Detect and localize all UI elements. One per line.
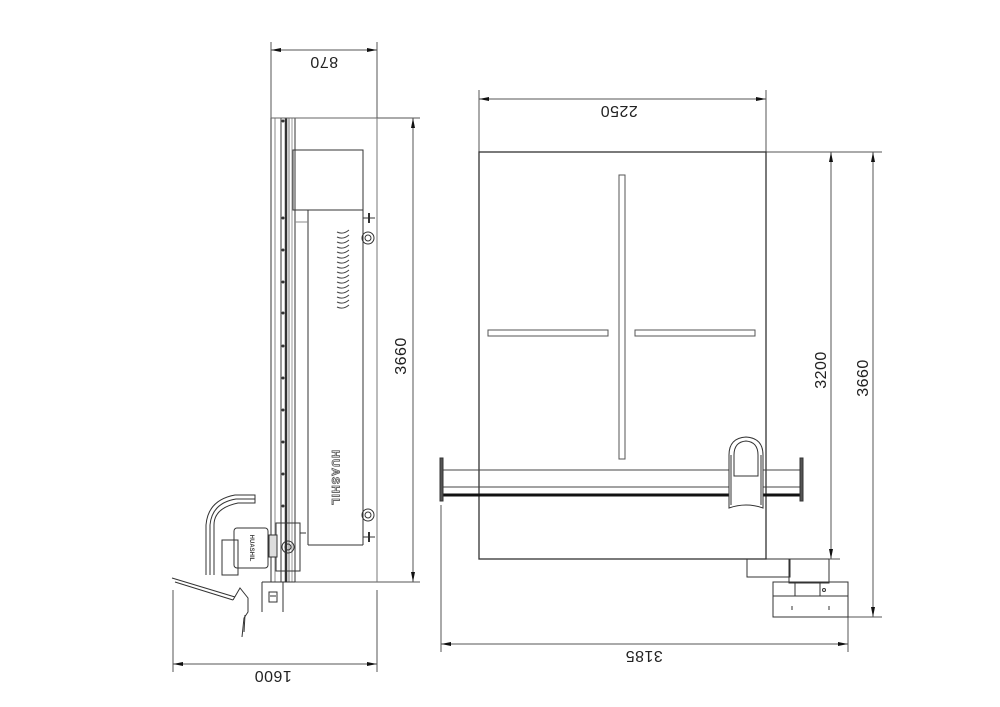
dimension-3185 — [440, 505, 849, 652]
tool-head — [728, 436, 764, 509]
dimension-label-3660-top: 3660 — [855, 359, 872, 397]
side-body — [292, 118, 378, 582]
cutting-table — [478, 151, 767, 560]
table-slots — [487, 174, 756, 460]
dimension-870 — [270, 42, 378, 118]
dimension-2250 — [478, 90, 767, 152]
side-view — [171, 42, 420, 672]
side-casters — [361, 213, 375, 542]
dimension-1600 — [172, 590, 378, 672]
dimension-label-1600: 1600 — [254, 667, 292, 684]
side-base — [171, 577, 295, 638]
head-panel-logo: HUASHIL — [248, 534, 254, 562]
vent-slats — [336, 229, 350, 309]
dimension-label-3185: 3185 — [625, 647, 663, 664]
dimension-3660-top — [840, 151, 882, 618]
side-cutting-head — [205, 494, 306, 576]
dimension-label-2250: 2250 — [600, 102, 638, 119]
side-brand-logo: HUASHIL — [329, 450, 342, 507]
dimension-label-870: 870 — [309, 53, 339, 70]
control-cabinet — [746, 558, 849, 618]
side-frame-rails — [270, 117, 377, 582]
dimension-label-3200: 3200 — [813, 351, 830, 389]
dimension-label-3660-side: 3660 — [393, 337, 410, 375]
top-view — [439, 90, 882, 652]
